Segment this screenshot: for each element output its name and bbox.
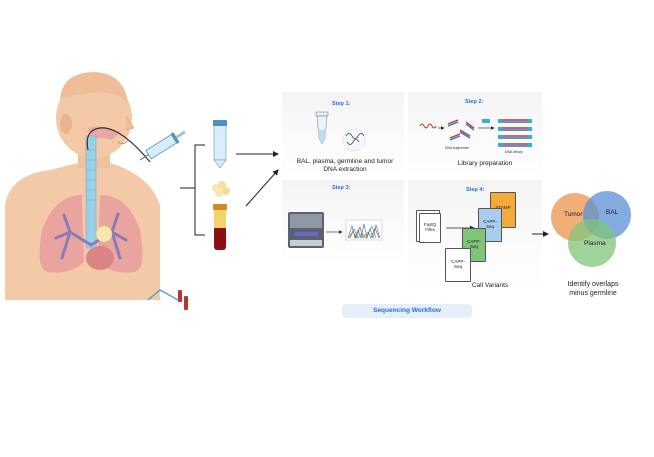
dna-fragments-label: DNA fragments bbox=[445, 146, 469, 150]
dna-strand-icon bbox=[342, 128, 366, 152]
step4-title: Step 4: bbox=[466, 187, 485, 193]
step3-title: Step 3: bbox=[332, 185, 351, 191]
bal-tube-icon bbox=[213, 120, 227, 169]
capp-seq-card-white: CAPP- Seq bbox=[445, 248, 471, 282]
step2-title: Step 2: bbox=[465, 99, 484, 105]
venn-circle-plasma bbox=[568, 219, 616, 267]
sequencer-icon bbox=[288, 212, 324, 248]
step1-panel bbox=[282, 92, 404, 176]
step4-caption: Call Variants bbox=[471, 282, 509, 289]
venn-label-plasma: Plasma bbox=[584, 240, 606, 247]
plasma-tube-icon bbox=[213, 204, 227, 250]
tumor-tissue-icon bbox=[212, 181, 230, 197]
dna-library-label: DNA library bbox=[505, 150, 523, 154]
step1-caption: BAL, plasma, germline and tumor DNA extr… bbox=[296, 158, 394, 174]
fastq-files-card: FastQ Files bbox=[419, 213, 441, 243]
venn-caption: Identify overlaps minus germline bbox=[567, 281, 619, 297]
venn-label-bal: BAL bbox=[606, 209, 619, 216]
sequencing-workflow-label: Sequencing Workflow bbox=[342, 304, 472, 318]
chromatogram-icon bbox=[345, 219, 383, 241]
step2-caption: Library preparation bbox=[457, 160, 513, 167]
step2-panel bbox=[408, 92, 542, 176]
microtube-icon bbox=[315, 111, 329, 145]
venn-label-tumor: Tumor bbox=[564, 211, 583, 218]
capp-seq-card-green: CAPP- Seq bbox=[462, 228, 486, 262]
step1-title: Step 1: bbox=[332, 101, 351, 107]
